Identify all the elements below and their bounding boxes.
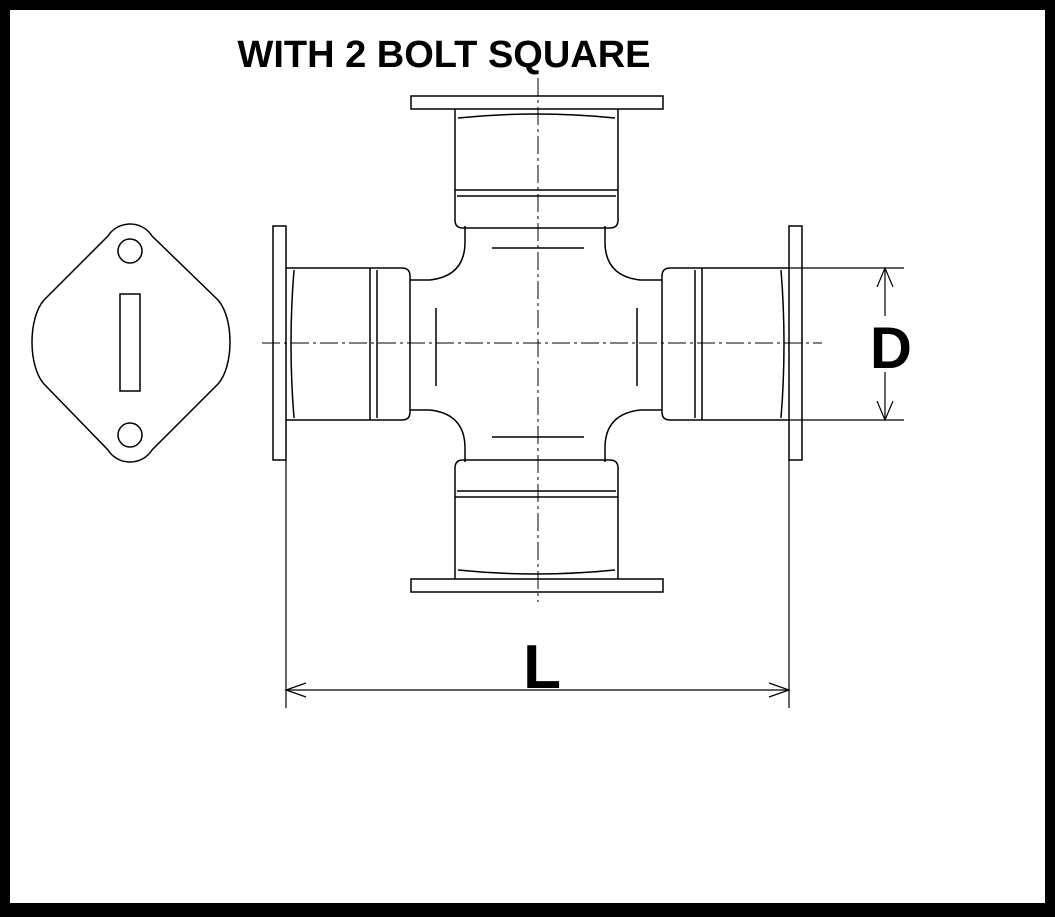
bearing-cup-top bbox=[410, 95, 664, 229]
bolt-hole-bottom bbox=[117, 422, 143, 448]
dimension-label-d: D bbox=[870, 316, 912, 381]
bolt-hole-top bbox=[117, 238, 143, 264]
flange-slot bbox=[119, 293, 141, 392]
cup-edge-right bbox=[780, 269, 785, 419]
dimension-l bbox=[284, 460, 791, 708]
d-arrow-top bbox=[876, 266, 894, 288]
drawing-sheet bbox=[10, 10, 1045, 903]
flange-plate-outline bbox=[31, 223, 231, 463]
cup-body-left bbox=[286, 267, 411, 421]
bolt-plate-bottom bbox=[410, 578, 664, 593]
d-arrow-bottom bbox=[876, 400, 894, 422]
flange-end-view bbox=[31, 223, 231, 463]
cup-edge-left bbox=[290, 269, 295, 419]
l-arrow-right bbox=[768, 682, 791, 698]
bolt-plate-top bbox=[410, 95, 664, 110]
d-label-backing bbox=[866, 316, 914, 372]
bearing-cup-bottom bbox=[410, 459, 664, 593]
dimension-label-l: L bbox=[523, 633, 561, 702]
drawing-title: WITH 2 BOLT SQUARE bbox=[237, 34, 650, 76]
cup-edge-bottom bbox=[457, 569, 616, 575]
cup-body-right bbox=[661, 267, 789, 421]
cup-body-top bbox=[454, 109, 619, 229]
center-lines bbox=[262, 78, 822, 602]
l-arrow-left bbox=[284, 682, 307, 698]
cross-outline bbox=[410, 226, 662, 462]
cup-edge-top bbox=[457, 113, 616, 119]
cup-body-bottom bbox=[454, 459, 619, 579]
